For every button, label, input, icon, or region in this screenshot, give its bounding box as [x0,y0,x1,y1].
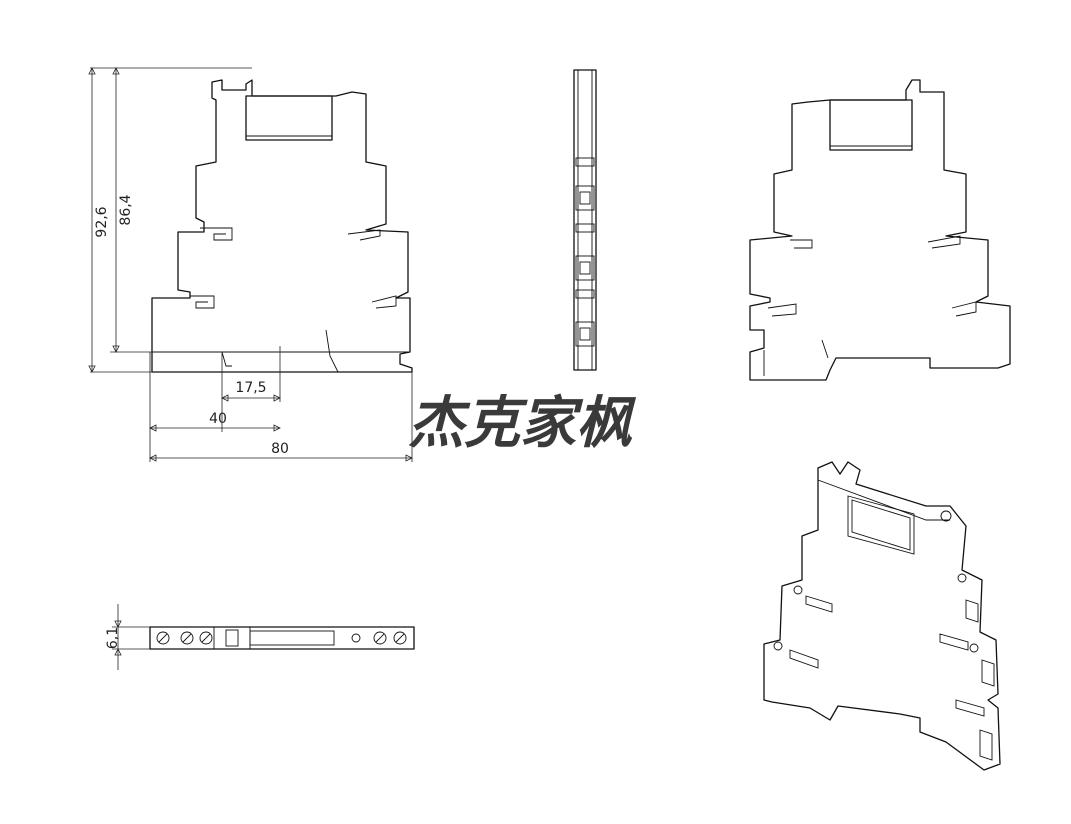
rear-view [749,79,1011,381]
dim-width-total: 80 [271,441,289,457]
dim-offset-mid: 40 [209,411,227,427]
dim-height-inner: 86,4 [118,194,134,225]
watermark-text: 杰克家枫 [408,391,637,456]
dim-height-total: 92,6 [94,206,110,237]
side-view [573,69,597,371]
dim-thickness: 6,1 [105,627,121,649]
dim-offset-small: 17,5 [235,380,266,396]
top-view: 6,1 [105,604,415,670]
front-view: 92,6 86,4 17,5 40 80 [88,67,413,462]
isometric-view [763,461,1001,771]
